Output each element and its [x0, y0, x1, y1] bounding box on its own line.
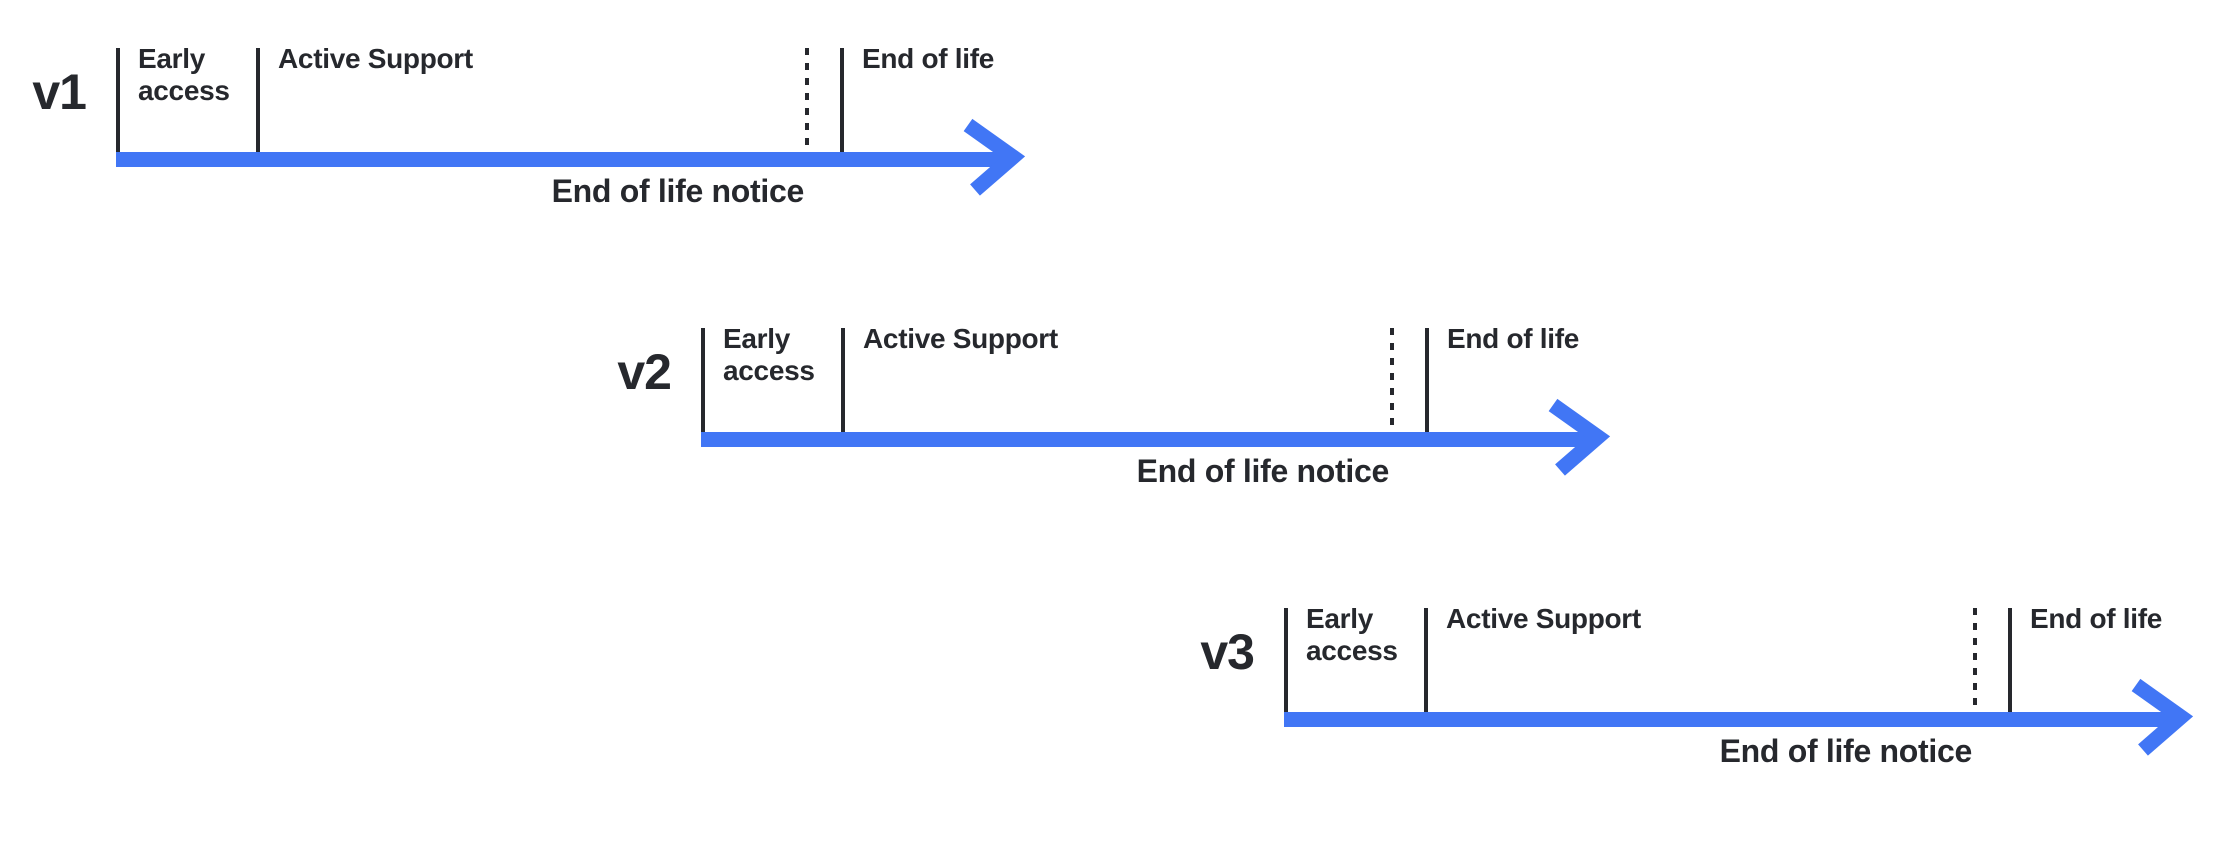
end-of-life-notice-dashed-line — [1390, 328, 1394, 429]
timeline-v1: v1 Early access Active Support End of li… — [0, 43, 1198, 288]
active-support-start-tick — [256, 48, 260, 152]
version-label-v1: v1 — [32, 64, 87, 120]
end-of-life-notice-dashed-line — [805, 48, 809, 149]
end-of-life-label: End of life — [862, 43, 995, 74]
early-access-label: Early access — [1306, 603, 1398, 666]
end-of-life-label: End of life — [2030, 603, 2163, 634]
early-access-start-tick — [701, 328, 705, 432]
end-of-life-notice-label: End of life notice — [1719, 733, 1973, 769]
end-of-life-notice-label: End of life notice — [551, 173, 805, 209]
early-access-start-tick — [116, 48, 120, 152]
timeline-v2: v2 Early access Active Support End of li… — [583, 323, 1783, 568]
active-support-label: Active Support — [278, 43, 473, 74]
end-of-life-tick — [2008, 608, 2012, 712]
arrow-head-icon — [2131, 678, 2194, 756]
end-of-life-tick — [1425, 328, 1429, 432]
end-of-life-notice-dashed-line — [1973, 608, 1977, 709]
early-access-start-tick — [1284, 608, 1288, 712]
version-lifecycle-diagram: { "colors": { "arrow_blue": "#4176F5", "… — [0, 43, 2194, 769]
arrow-head-icon — [1548, 398, 1611, 476]
version-label-v2: v2 — [617, 344, 672, 400]
active-support-label: Active Support — [863, 323, 1058, 354]
early-access-label: Early access — [723, 323, 815, 386]
active-support-start-tick — [841, 328, 845, 432]
timeline-arrow-shaft — [1284, 712, 2176, 727]
version-label-v3: v3 — [1200, 624, 1255, 680]
early-access-label: Early access — [138, 43, 230, 106]
arrow-head-icon — [963, 118, 1026, 196]
end-of-life-tick — [840, 48, 844, 152]
active-support-start-tick — [1424, 608, 1428, 712]
end-of-life-notice-label: End of life notice — [1136, 453, 1390, 489]
end-of-life-label: End of life — [1447, 323, 1580, 354]
active-support-label: Active Support — [1446, 603, 1641, 634]
timeline-arrow-shaft — [116, 152, 1008, 167]
timeline-v3: v3 Early access Active Support End of li… — [1166, 603, 2228, 848]
timeline-arrow-shaft — [701, 432, 1593, 447]
